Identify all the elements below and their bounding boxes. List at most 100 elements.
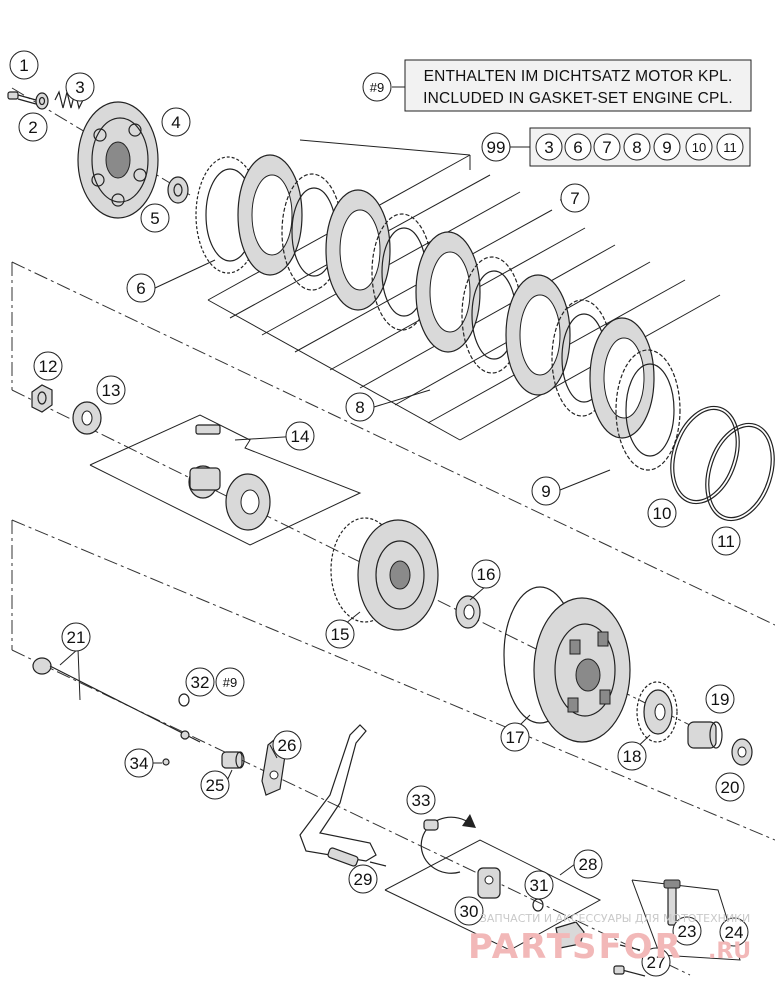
spacer-washer bbox=[731, 738, 753, 766]
svg-text:4: 4 bbox=[171, 113, 180, 132]
callout-10: 10 bbox=[647, 498, 677, 528]
push-rod bbox=[32, 657, 201, 743]
svg-text:12: 12 bbox=[39, 357, 58, 376]
svg-text:23: 23 bbox=[678, 922, 697, 941]
callout-21: 21 bbox=[61, 622, 91, 652]
bleeder-kit bbox=[631, 879, 741, 961]
svg-text:30: 30 bbox=[460, 902, 479, 921]
callout-28: 28 bbox=[573, 849, 603, 879]
kit-member-3: 3 bbox=[535, 133, 563, 161]
slave-kit-frame bbox=[384, 814, 602, 951]
svg-text:8: 8 bbox=[355, 398, 364, 417]
damper-kit bbox=[89, 414, 362, 546]
callout-9: 9 bbox=[531, 476, 561, 506]
svg-text:14: 14 bbox=[291, 427, 310, 446]
callout-3: 3 bbox=[65, 72, 95, 102]
callout-7: 7 bbox=[560, 183, 590, 213]
callout-8: 8 bbox=[345, 392, 375, 422]
part-callouts: 1 2 3 4 5 6 7 8 9 10 11 12 13 14 15 16 1… bbox=[9, 50, 749, 977]
needle-bearing bbox=[687, 721, 723, 749]
callout-1: 1 bbox=[9, 50, 39, 80]
pressure-bolt bbox=[7, 91, 37, 105]
svg-text:7: 7 bbox=[570, 189, 579, 208]
kit-member-10: 10 bbox=[685, 133, 713, 161]
callout-2: 2 bbox=[18, 112, 48, 142]
small-o-ring bbox=[178, 693, 190, 707]
lining-plate-e bbox=[589, 317, 655, 439]
svg-text:17: 17 bbox=[506, 728, 525, 747]
callout-29: 29 bbox=[348, 864, 378, 894]
lock-washer bbox=[72, 401, 102, 435]
svg-text:16: 16 bbox=[477, 565, 496, 584]
callout-27: 27 bbox=[641, 947, 671, 977]
callout-gasket-ref: #9 bbox=[362, 72, 392, 102]
release-shaft bbox=[299, 724, 387, 867]
svg-text:10: 10 bbox=[692, 140, 706, 155]
watermark-tagline: ЗАПЧАСТИ И АКСЕССУАРЫ ДЛЯ МОТОТЕХНИКИ bbox=[480, 912, 750, 925]
push-piece bbox=[221, 751, 245, 769]
svg-text:9: 9 bbox=[541, 482, 550, 501]
lining-plate-a bbox=[237, 154, 303, 276]
callout-26: 26 bbox=[272, 730, 302, 760]
kit-99-members: 3 6 7 8 9 10 11 bbox=[535, 133, 744, 161]
svg-text:7: 7 bbox=[602, 138, 611, 157]
callout-19: 19 bbox=[705, 684, 735, 714]
svg-text:15: 15 bbox=[331, 625, 350, 644]
svg-text:11: 11 bbox=[723, 140, 737, 155]
callout-6: 6 bbox=[126, 273, 156, 303]
release-bearing bbox=[167, 176, 189, 204]
clutch-spring bbox=[54, 90, 84, 110]
watermark-tld: .RU bbox=[708, 939, 751, 964]
slave-body bbox=[555, 921, 585, 949]
hub-nut bbox=[31, 384, 53, 413]
lining-plate-b bbox=[325, 189, 391, 311]
svg-text:31: 31 bbox=[530, 876, 549, 895]
callout-14: 14 bbox=[285, 421, 315, 451]
callout-99: 99 bbox=[481, 132, 511, 162]
callout-15: 15 bbox=[325, 619, 355, 649]
steel-plate-9 bbox=[615, 349, 681, 471]
callout-11: 11 bbox=[711, 526, 741, 556]
rotation-arrow bbox=[420, 814, 476, 874]
clutch-plate-stack bbox=[195, 154, 681, 471]
callout-25: 25 bbox=[200, 770, 230, 800]
lining-plate-d bbox=[505, 274, 571, 396]
svg-text:6: 6 bbox=[573, 138, 582, 157]
callout-5: 5 bbox=[140, 203, 170, 233]
svg-text:8: 8 bbox=[632, 138, 641, 157]
svg-text:11: 11 bbox=[717, 532, 735, 551]
kit-member-9: 9 bbox=[653, 133, 681, 161]
damper-hub bbox=[188, 465, 221, 499]
callout-30: 30 bbox=[454, 896, 484, 926]
callout-13: 13 bbox=[96, 375, 126, 405]
svg-text:19: 19 bbox=[711, 690, 730, 709]
callout-33: 33 bbox=[406, 785, 436, 815]
svg-text:24: 24 bbox=[725, 923, 744, 942]
o-ring-11 bbox=[705, 422, 775, 522]
callout-23: 23 bbox=[672, 916, 702, 946]
callout-32: 32 bbox=[185, 667, 215, 697]
washer bbox=[35, 92, 49, 110]
gasket-note: ENTHALTEN IM DICHTSATZ MOTOR KPL. INCLUD… bbox=[392, 59, 752, 112]
kit-member-6: 6 bbox=[564, 133, 592, 161]
sensor-housing bbox=[477, 867, 501, 899]
note-line-de: ENTHALTEN IM DICHTSATZ MOTOR KPL. bbox=[424, 68, 733, 85]
callout-34: 34 bbox=[124, 748, 154, 778]
svg-text:32: 32 bbox=[191, 673, 210, 692]
note-line-en: INCLUDED IN GASKET-SET ENGINE CPL. bbox=[423, 90, 733, 107]
kit-member-8: 8 bbox=[623, 133, 651, 161]
o-ring-10 bbox=[670, 405, 740, 505]
kit-member-7: 7 bbox=[593, 133, 621, 161]
callout-24: 24 bbox=[719, 917, 749, 947]
callout-12: 12 bbox=[33, 351, 63, 381]
watermark-brand: PARTSFOR bbox=[468, 927, 683, 967]
callout-4: 4 bbox=[161, 107, 191, 137]
callout-31: 31 bbox=[524, 870, 554, 900]
svg-text:27: 27 bbox=[647, 953, 666, 972]
callout-16: 16 bbox=[471, 559, 501, 589]
lining-plate-c bbox=[415, 231, 481, 353]
svg-text:5: 5 bbox=[150, 209, 159, 228]
callout-18: 18 bbox=[617, 741, 647, 771]
svg-text:29: 29 bbox=[354, 870, 373, 889]
